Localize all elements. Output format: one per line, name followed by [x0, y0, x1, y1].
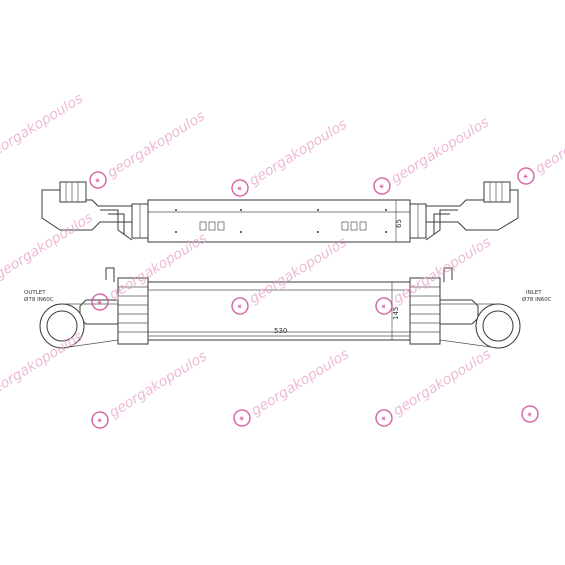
watermark-9: georgakopoulos [0, 329, 86, 402]
svg-text:✶: ✶ [234, 301, 244, 312]
inlet-spec-label: Ø78 IN60C [522, 296, 552, 303]
top-view [41, 181, 519, 243]
watermark-11: ✶ georgakopoulos [233, 346, 352, 427]
watermark-4: ✶ georgakopoulos [517, 104, 565, 185]
watermark-text: georgakopoulos [390, 234, 493, 307]
svg-text:✶: ✶ [520, 171, 530, 182]
dimension-width: 530 [274, 327, 287, 335]
watermark-5: georgakopoulos [0, 91, 86, 164]
watermark-text: georgakopoulos [104, 108, 207, 181]
svg-text:✶: ✶ [524, 409, 534, 420]
watermark-text: georgakopoulos [248, 346, 351, 419]
svg-text:✶: ✶ [376, 181, 386, 192]
watermark-text: georgakopoulos [388, 114, 491, 187]
svg-text:✶: ✶ [234, 183, 244, 194]
watermark-13: ✶ [521, 405, 539, 423]
watermark-text: georgakopoulos [532, 104, 565, 177]
svg-text:✶: ✶ [94, 415, 104, 426]
watermark-text: georgakopoulos [106, 348, 209, 421]
watermark-12: ✶ georgakopoulos [375, 346, 494, 427]
watermark-text: georgakopoulos [246, 116, 349, 189]
watermark-text: georgakopoulos [0, 329, 86, 402]
svg-text:✶: ✶ [378, 301, 388, 312]
svg-text:✶: ✶ [378, 413, 388, 424]
inlet-label: INLET [526, 290, 542, 296]
dimension-height-top: 65 [395, 219, 403, 228]
watermark-text: georgakopoulos [0, 91, 86, 164]
watermark-1: ✶ georgakopoulos [89, 108, 208, 189]
outlet-spec-label: Ø78 IN60C [24, 296, 54, 303]
watermark-3: ✶ georgakopoulos [373, 114, 492, 195]
dimension-height-side: 145 [392, 307, 400, 320]
watermark-2: ✶ georgakopoulos [231, 116, 350, 197]
watermark-text: georgakopoulos [390, 346, 493, 419]
svg-text:✶: ✶ [92, 175, 102, 186]
watermark-10: ✶ georgakopoulos [91, 348, 210, 429]
outlet-label: OUTLET [24, 290, 46, 296]
svg-text:✶: ✶ [236, 413, 246, 424]
svg-text:✶: ✶ [94, 297, 104, 308]
front-view [39, 267, 521, 349]
